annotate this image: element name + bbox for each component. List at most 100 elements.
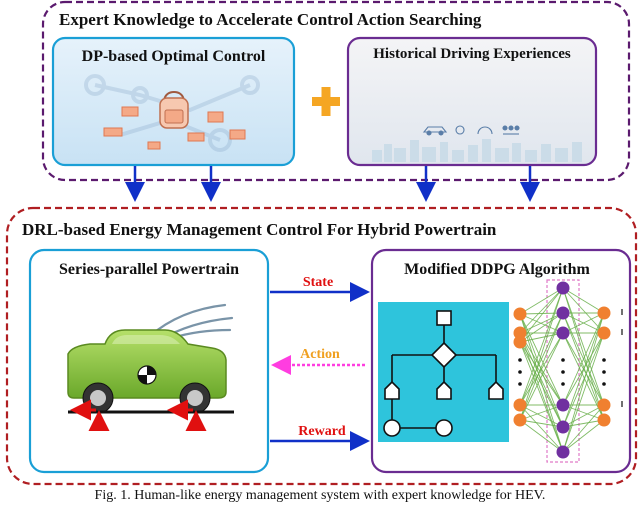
network-node [556, 445, 570, 459]
network-edge [519, 312, 564, 343]
dp-state-blocks [103, 106, 246, 150]
network-node [513, 307, 527, 321]
network-node [556, 306, 570, 320]
network-edge [519, 419, 564, 453]
historical-box-title: Historical Driving Experiences [373, 46, 571, 62]
figure-caption: Fig. 1. Human-like energy management sys… [94, 488, 546, 503]
network-node [597, 326, 611, 340]
state-arrow-group: State [270, 275, 370, 302]
center-of-mass-icon [137, 365, 157, 385]
network-edge [562, 419, 605, 428]
speedometer-icon [477, 126, 493, 135]
dots-icon [508, 125, 514, 131]
network-edge [562, 404, 605, 428]
network-edge [519, 341, 564, 406]
network-node [556, 281, 570, 295]
dots-icon [514, 125, 520, 131]
neural-network-diagram [513, 279, 623, 463]
powertrain-box-title: Series-parallel Powertrain [59, 261, 239, 278]
flowchart-process-node [436, 380, 452, 400]
network-edge [519, 287, 564, 406]
network-edge [562, 312, 605, 421]
dp-block [147, 141, 161, 150]
network-node [556, 398, 570, 412]
network-edge [562, 287, 605, 334]
network-edge [519, 287, 564, 343]
dp-block [187, 132, 205, 142]
dots-icon [502, 125, 508, 131]
bottom-panel-border [5, 206, 638, 486]
network-edge [519, 287, 564, 315]
top-panel-title: Expert Knowledge to Accelerate Control A… [59, 10, 482, 29]
network-edge [562, 312, 605, 406]
plus-icon [312, 87, 340, 116]
network-edge [519, 404, 564, 453]
wheel-icon [426, 130, 432, 136]
network-edge [562, 312, 605, 428]
network-node [513, 413, 527, 427]
network-edge [519, 312, 564, 421]
action-arrow-group: Action [271, 347, 365, 375]
network-edge [519, 312, 564, 334]
ellipsis-dot [561, 358, 565, 362]
network-node [597, 413, 611, 427]
driving-icons-row [422, 125, 520, 136]
network-edge [519, 332, 564, 343]
network-edge [519, 287, 564, 334]
knowledge-transfer-arrows [125, 166, 540, 202]
ellipsis-dot [518, 382, 522, 386]
series-parallel-powertrain-box: Series-parallel Powertrain [28, 248, 270, 474]
historical-driving-box: Historical Driving Experiences [346, 36, 598, 167]
network-edge [519, 332, 564, 406]
network-edge [562, 332, 605, 453]
dp-box-title: DP-based Optimal Control [82, 48, 266, 65]
top-panel-border [41, 0, 631, 182]
network-edge [519, 341, 564, 453]
network-edge [562, 287, 605, 314]
network-edge [562, 419, 605, 453]
dp-block [103, 127, 123, 137]
network-edge [562, 332, 605, 428]
network-edge [519, 419, 564, 428]
network-edge [519, 404, 564, 428]
flowchart-end-node [435, 419, 453, 437]
network-edge [562, 287, 605, 406]
dp-block [121, 106, 139, 117]
network-node [597, 306, 611, 320]
flowchart-start-node [436, 310, 452, 326]
network-edge [519, 332, 564, 428]
stopwatch-icon [455, 125, 465, 135]
network-node [556, 326, 570, 340]
bottom-panel: DRL-based Energy Management Control For … [5, 206, 638, 486]
wheel-icon [438, 130, 444, 136]
network-edge [519, 287, 564, 421]
ddpg-box-title: Modified DDPG Algorithm [404, 261, 590, 278]
network-node [597, 398, 611, 412]
ellipsis-dot [561, 370, 565, 374]
network-edge [519, 332, 564, 421]
dp-block [207, 111, 224, 123]
network-edge [562, 287, 605, 421]
ellipsis-dot [518, 370, 522, 374]
flowchart-end-node [383, 419, 401, 437]
ellipsis-dot [602, 382, 606, 386]
ellipsis-dot [561, 382, 565, 386]
network-edge [519, 312, 564, 406]
city-skyline-image [372, 139, 582, 162]
network-edge [519, 341, 564, 428]
ellipsis-dot [602, 370, 606, 374]
network-edge [562, 312, 605, 453]
network-edge [562, 332, 605, 421]
ellipsis-dot [518, 358, 522, 362]
flowchart-process-node [384, 380, 400, 400]
flowchart-process-node [488, 380, 504, 400]
top-panel: Expert Knowledge to Accelerate Control A… [41, 0, 631, 182]
network-edge [519, 404, 564, 421]
state-label: State [303, 275, 333, 290]
action-label: Action [300, 347, 340, 362]
historical-box-frame [346, 36, 598, 167]
network-edge [562, 312, 605, 334]
network-node [513, 326, 527, 340]
bottom-panel-title: DRL-based Energy Management Control For … [22, 220, 497, 239]
